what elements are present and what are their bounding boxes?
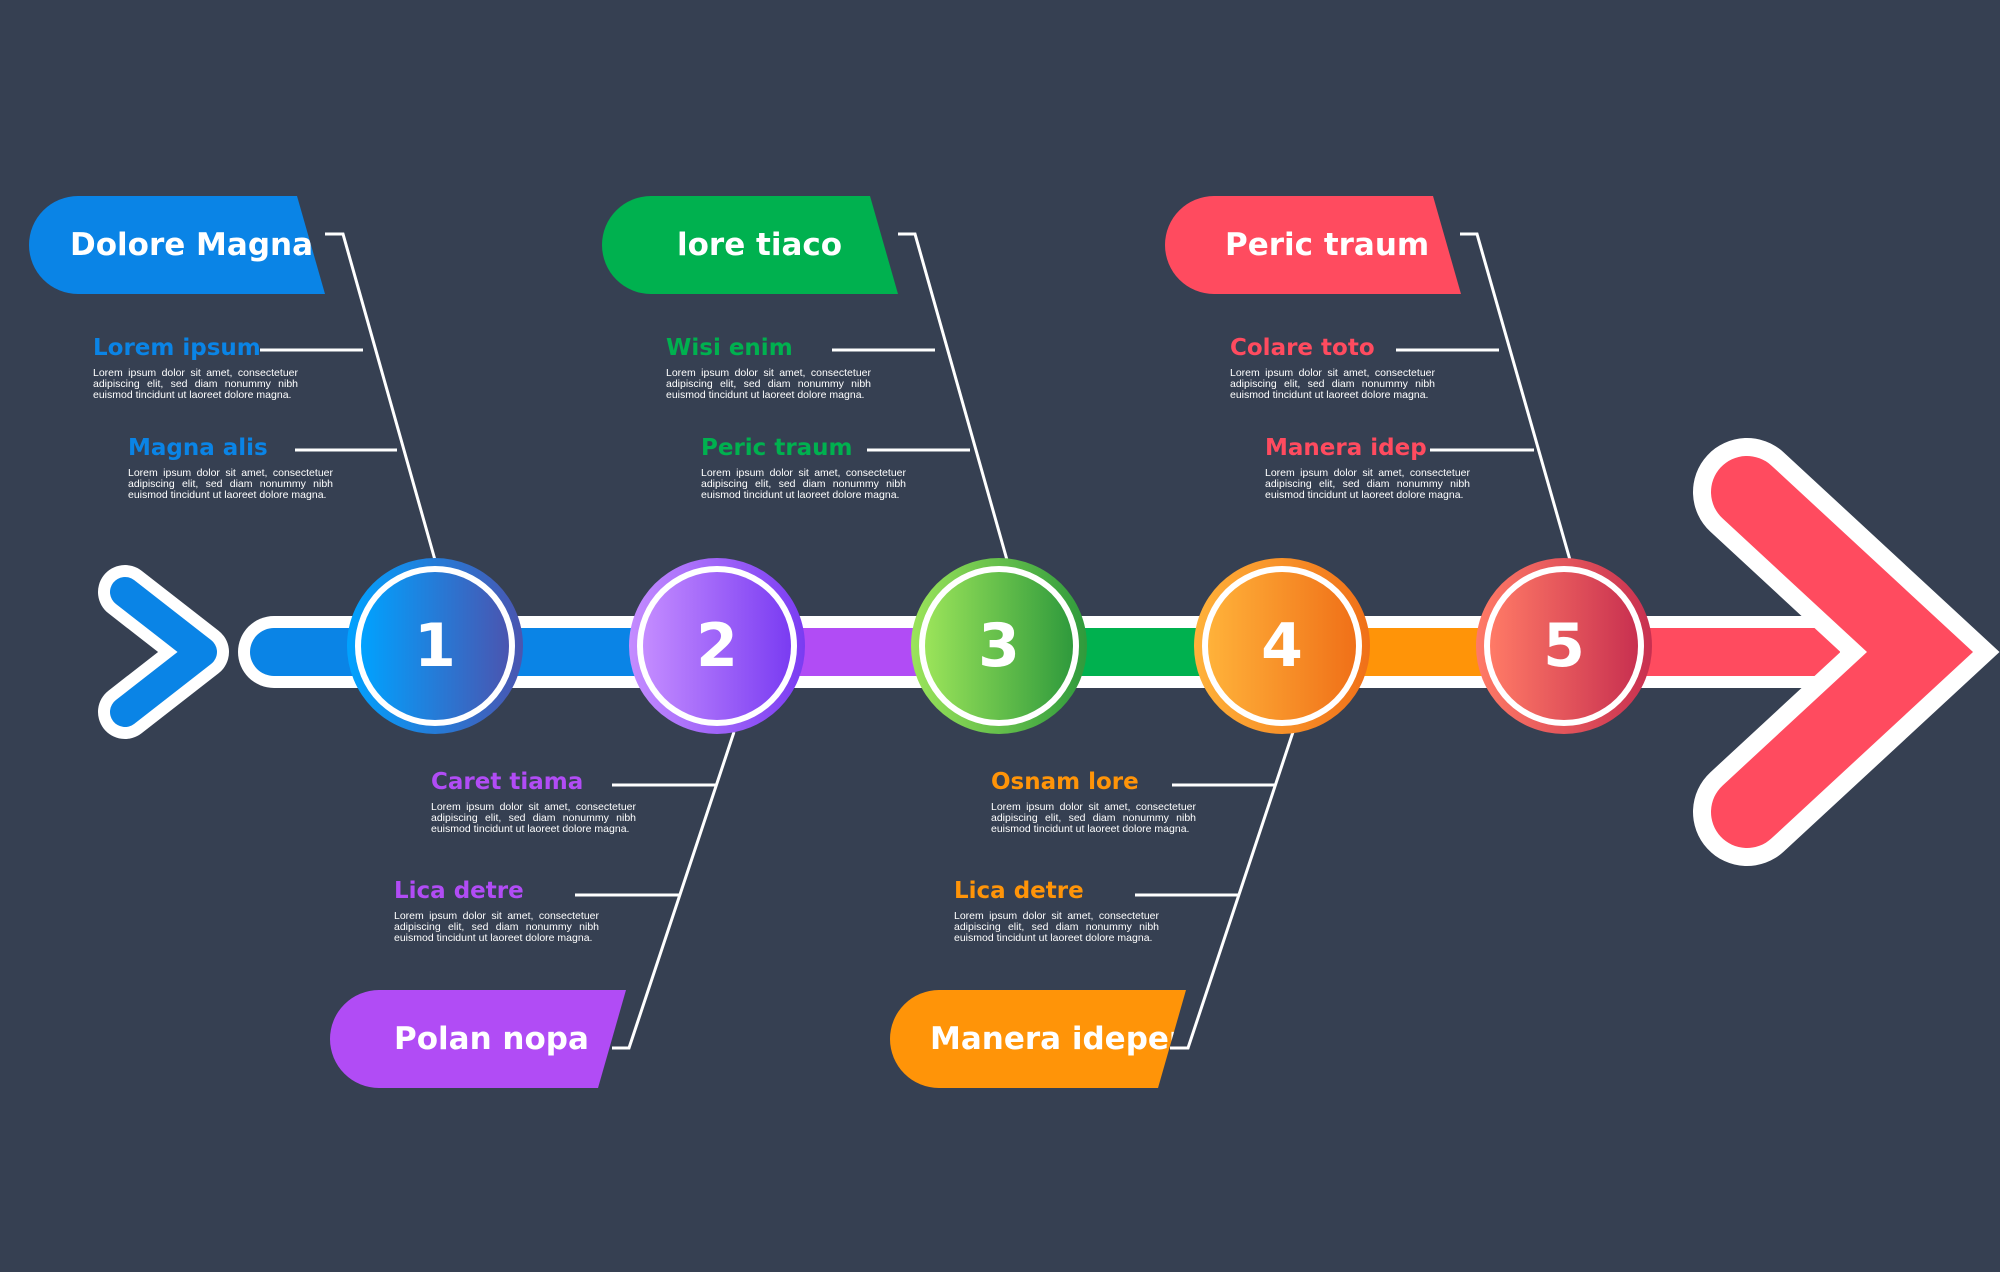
category-tag-2: Polan nopa	[330, 990, 626, 1088]
item-text: Lorem ipsum dolor sit amet, consectetuer…	[991, 801, 1196, 835]
step-number-2: 2	[696, 611, 738, 681]
item-title: Lica detre	[954, 878, 1084, 904]
bone-3	[898, 232, 1009, 561]
item-text: Lorem ipsum dolor sit amet, consectetuer…	[93, 367, 298, 401]
step-circle-5	[1490, 572, 1638, 720]
item-title: Peric traum	[701, 435, 853, 461]
step-number-4: 4	[1261, 611, 1303, 681]
list-item: Caret tiama Lorem ipsum dolor sit amet, …	[431, 768, 636, 835]
item-text: Lorem ipsum dolor sit amet, consectetuer…	[394, 910, 599, 944]
bone-4	[1170, 731, 1295, 1050]
item-text: Lorem ipsum dolor sit amet, consectetuer…	[666, 367, 871, 401]
item-title: Wisi enim	[666, 335, 793, 361]
item-title: Lica detre	[394, 878, 524, 904]
list-item: Lica detre Lorem ipsum dolor sit amet, c…	[954, 877, 1159, 944]
item-text: Lorem ipsum dolor sit amet, consectetuer…	[701, 467, 906, 501]
list-item: Manera idep Lorem ipsum dolor sit amet, …	[1265, 434, 1470, 501]
step-circle-2	[643, 572, 791, 720]
item-text: Lorem ipsum dolor sit amet, consectetuer…	[1230, 367, 1435, 401]
item-title: Osnam lore	[991, 769, 1139, 795]
category-title-5: Peric traum	[1225, 227, 1430, 263]
bone-5	[1460, 232, 1572, 561]
item-title: Caret tiama	[431, 769, 584, 795]
item-title: Colare toto	[1230, 335, 1375, 361]
arrow-head	[1711, 456, 1974, 848]
item-title: Magna alis	[128, 435, 268, 461]
list-item: Peric traum Lorem ipsum dolor sit amet, …	[701, 434, 906, 501]
item-text: Lorem ipsum dolor sit amet, consectetuer…	[431, 801, 636, 835]
list-item: Osnam lore Lorem ipsum dolor sit amet, c…	[991, 768, 1196, 835]
list-item: Lorem ipsum Lorem ipsum dolor sit amet, …	[93, 334, 298, 401]
category-title-4: Manera ideper	[930, 1021, 1185, 1057]
step-circle-3	[925, 572, 1073, 720]
category-tag-1: Dolore Magna	[29, 196, 325, 294]
step-number-5: 5	[1543, 611, 1585, 681]
category-title-2: Polan nopa	[394, 1021, 589, 1057]
step-number-1: 1	[414, 611, 456, 681]
item-text: Lorem ipsum dolor sit amet, consectetuer…	[954, 910, 1159, 944]
list-item: Lica detre Lorem ipsum dolor sit amet, c…	[394, 877, 599, 944]
item-title: Lorem ipsum	[93, 335, 261, 361]
category-title-1: Dolore Magna	[70, 227, 314, 263]
category-tag-5: Peric traum	[1165, 196, 1461, 294]
category-tag-3: lore tiaco	[602, 196, 898, 294]
bone-2	[612, 731, 736, 1050]
item-text: Lorem ipsum dolor sit amet, consectetuer…	[128, 467, 333, 501]
category-tag-4: Manera ideper	[890, 990, 1186, 1088]
step-number-3: 3	[978, 611, 1020, 681]
item-title: Manera idep	[1265, 435, 1427, 461]
list-item: Wisi enim Lorem ipsum dolor sit amet, co…	[666, 334, 871, 401]
bone-1	[325, 232, 437, 561]
step-circle-4	[1208, 572, 1356, 720]
list-item: Magna alis Lorem ipsum dolor sit amet, c…	[128, 434, 333, 501]
item-text: Lorem ipsum dolor sit amet, consectetuer…	[1265, 467, 1470, 501]
list-item: Colare toto Lorem ipsum dolor sit amet, …	[1230, 334, 1435, 401]
start-chevron	[110, 577, 217, 727]
step-circle-1	[361, 572, 509, 720]
category-title-3: lore tiaco	[677, 227, 843, 263]
